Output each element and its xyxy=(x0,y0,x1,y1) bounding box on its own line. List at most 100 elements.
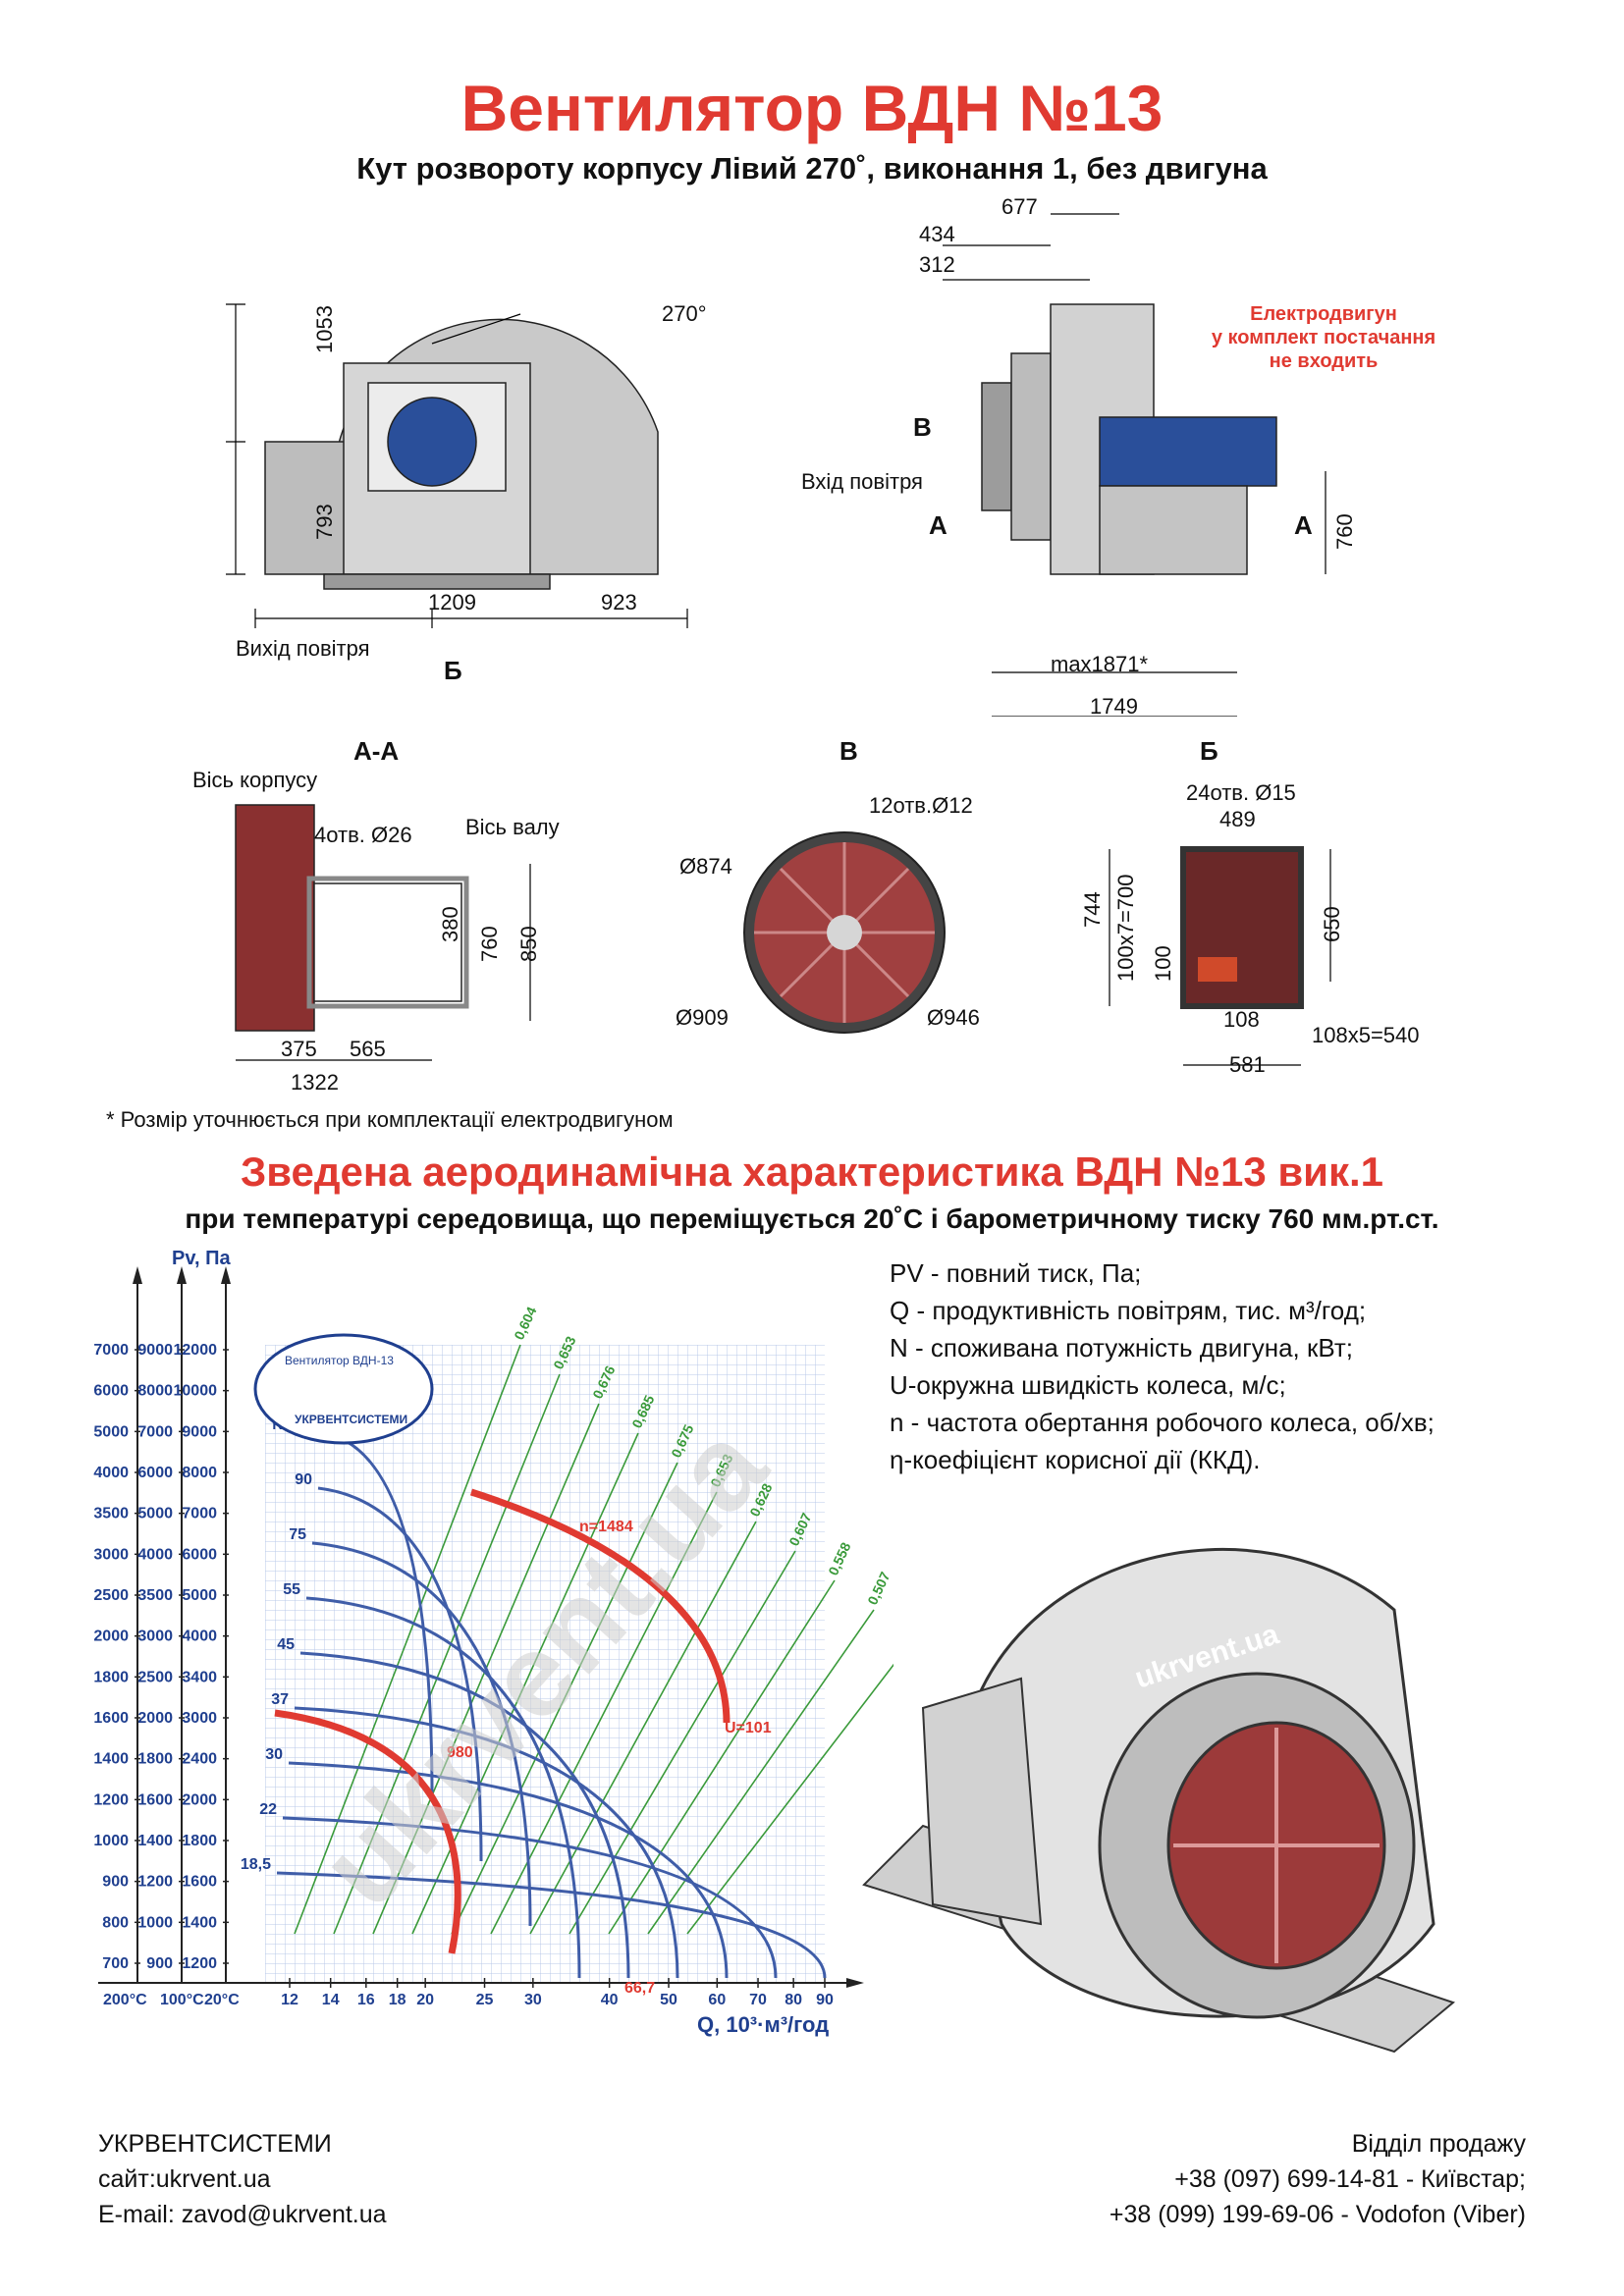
dim-max1871: max1871* xyxy=(1051,652,1149,676)
efficiency-line xyxy=(568,1550,796,1935)
y-tick-label: 5000 xyxy=(182,1587,217,1604)
dim-1209: 1209 xyxy=(428,590,476,614)
sales-title: Відділ продажу xyxy=(1351,2130,1526,2158)
y-tick-label: 9000 xyxy=(182,1423,217,1440)
y-axis-label: Pv, Па xyxy=(172,1248,231,1269)
stamp-line2: УКРВЕНТСИСТЕМИ xyxy=(295,1413,407,1426)
power-label: 18,5 xyxy=(241,1856,271,1873)
efficiency-line xyxy=(333,1373,561,1935)
dim-923: 923 xyxy=(601,590,637,614)
stamp-line1: Вентилятор ВДН-13 xyxy=(285,1354,394,1367)
x-tick-label: 14 xyxy=(322,1992,340,2008)
y-tick-label: 1800 xyxy=(137,1751,173,1768)
y-tick-label: 3500 xyxy=(93,1506,129,1522)
y-tick-label: 2400 xyxy=(182,1751,217,1768)
x-tick-label: 18 xyxy=(389,1992,406,2008)
x-tick-label: 16 xyxy=(357,1992,375,2008)
dim-100: 100 xyxy=(1151,945,1175,982)
power-curve xyxy=(311,1541,532,1927)
temp-label: 20°С xyxy=(204,1992,240,2008)
page-title: Вентилятор ВДН №13 xyxy=(460,72,1164,144)
side-view-drawing xyxy=(943,213,1326,717)
characteristic-subtitle: при температурі середовища, що переміщує… xyxy=(185,1203,1439,1234)
y-tick-label: 3400 xyxy=(182,1669,217,1685)
section-v-drawing xyxy=(743,831,946,1034)
aero-chart: Pv, Па Q, 10³·м³/год 7000600050004000350… xyxy=(93,1248,893,2037)
y-tick-label: 1000 xyxy=(137,1914,173,1931)
y-tick-label: 2000 xyxy=(182,1791,217,1808)
y-tick-label: 4000 xyxy=(93,1465,129,1481)
y-tick-label: 1200 xyxy=(182,1955,217,1972)
speed-curve-1484 xyxy=(469,1488,731,1724)
x-tick-label: 50 xyxy=(660,1992,677,2008)
dim-744: 744 xyxy=(1080,891,1105,928)
y-tick-label: 1200 xyxy=(137,1874,173,1891)
y-tick-label: 1800 xyxy=(182,1833,217,1849)
company-site[interactable]: сайт:ukrvent.ua xyxy=(98,2165,271,2193)
company-email[interactable]: E-mail: zavod@ukrvent.ua xyxy=(98,2201,387,2228)
y-tick-label: 3000 xyxy=(93,1546,129,1563)
velocity-label-101: U=101 xyxy=(725,1720,772,1736)
sales-phone-1[interactable]: +38 (097) 699-14-81 - Київстар; xyxy=(1174,2165,1526,2193)
dim-d946: Ø946 xyxy=(927,1005,980,1030)
y-tick-label: 700 xyxy=(102,1955,129,1972)
speed-label-1484: n=1484 xyxy=(579,1519,633,1535)
dim-380: 380 xyxy=(438,906,462,942)
x-tick-label: 70 xyxy=(749,1992,767,2008)
y-tick-label: 3000 xyxy=(182,1710,217,1727)
efficiency-line xyxy=(294,1344,521,1935)
lab-stamp: Вентилятор ВДН-13 УКРВЕНТСИСТЕМИ xyxy=(253,1333,434,1445)
speed-label-980: 980 xyxy=(447,1744,473,1761)
footer-left: УКРВЕНТСИСТЕМИ сайт:ukrvent.ua E-mail: z… xyxy=(98,2126,387,2232)
shaft-axis-label: Вісь валу xyxy=(465,815,560,839)
power-curve xyxy=(288,1761,729,1979)
power-curve xyxy=(282,1816,778,1979)
x-tick-label: 30 xyxy=(524,1992,542,2008)
y-tick-label: 12000 xyxy=(174,1342,218,1359)
y-tick-label: 8000 xyxy=(182,1465,217,1481)
y-tick-label: 3500 xyxy=(137,1587,173,1604)
b-holes: 24отв. Ø15 xyxy=(1186,780,1296,805)
y-tick-label: 10000 xyxy=(174,1383,218,1400)
section-aa-drawing xyxy=(235,804,531,1061)
footnote: * Розмір уточнюється при комплектації ел… xyxy=(106,1107,674,1132)
footer-right: Відділ продажу +38 (097) 699-14-81 - Киї… xyxy=(1110,2126,1526,2232)
power-label: 75 xyxy=(289,1526,306,1543)
power-curve xyxy=(305,1596,581,1979)
y-tick-label: 2000 xyxy=(93,1629,129,1645)
power-label: 90 xyxy=(295,1471,312,1488)
legend-item: n - частота обертання робочого колеса, о… xyxy=(890,1408,1435,1437)
x-tick-label: 90 xyxy=(816,1992,834,2008)
section-aa-title: А-А xyxy=(353,736,400,766)
section-a-right: А xyxy=(1294,510,1313,540)
dim-434: 434 xyxy=(919,222,955,246)
page-subtitle: Кут розвороту корпусу Лівий 270˚, викона… xyxy=(356,151,1268,186)
legend-item: PV - повний тиск, Па; xyxy=(890,1258,1142,1288)
dim-d874: Ø874 xyxy=(679,854,732,879)
company-name: УКРВЕНТСИСТЕМИ xyxy=(98,2130,332,2158)
power-label: 22 xyxy=(259,1801,277,1818)
dim-793: 793 xyxy=(312,504,337,540)
power-curve xyxy=(276,1871,827,1979)
y-tick-label: 2500 xyxy=(137,1669,173,1685)
y-tick-label: 6000 xyxy=(93,1383,129,1400)
speed-curve-980 xyxy=(274,1709,461,1954)
y-tick-label: 4000 xyxy=(182,1629,217,1645)
efficiency-line xyxy=(529,1521,757,1935)
y-tick-label: 1800 xyxy=(93,1669,129,1685)
section-b-drawing xyxy=(1109,846,1331,1066)
characteristic-title: Зведена аеродинамічна характеристика ВДН… xyxy=(240,1148,1384,1195)
sales-phone-2[interactable]: +38 (099) 199-69-06 - Vodofon (Viber) xyxy=(1109,2201,1526,2228)
power-curve xyxy=(294,1706,679,1979)
y-tick-label: 1600 xyxy=(137,1791,173,1808)
dim-760-aa: 760 xyxy=(477,926,502,962)
power-label: 55 xyxy=(283,1581,300,1598)
power-label: 37 xyxy=(271,1691,289,1708)
section-v-title: В xyxy=(839,736,858,766)
outlet-label: Вихід повітря xyxy=(236,636,370,661)
efficiency-label: 0,604 xyxy=(511,1305,539,1343)
x-tick-label: 60 xyxy=(708,1992,726,2008)
y-tick-label: 8000 xyxy=(137,1383,173,1400)
y-tick-label: 1400 xyxy=(137,1833,173,1849)
dim-108: 108 xyxy=(1223,1007,1260,1032)
